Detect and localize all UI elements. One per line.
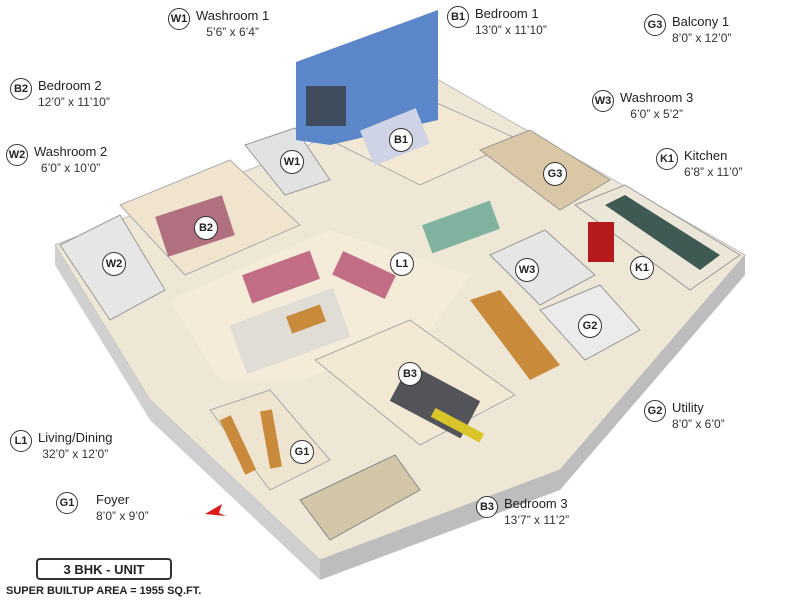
- kitchen-fridge: [588, 222, 614, 262]
- marker-w1: W1: [280, 150, 304, 174]
- legend-dim-b2: 12’0” x 11’10”: [38, 95, 110, 109]
- legend-dim-w2: 6’0” x 10’0”: [40, 161, 101, 175]
- legend-badge-b2: B2: [10, 78, 32, 100]
- legend-balcony-1: G3 Balcony 1 8’0” x 12’0”: [644, 14, 731, 46]
- kitchen-counter: [605, 195, 720, 270]
- legend-name-b3: Bedroom 3: [504, 496, 568, 511]
- legend-name-b2: Bedroom 2: [38, 78, 102, 93]
- legend-washroom-1: W1 Washroom 1 5’6” x 6’4”: [168, 8, 269, 40]
- legend-dim-k1: 6’8” x 11’0”: [684, 165, 743, 179]
- marker-g1: G1: [290, 440, 314, 464]
- exterior-wall-right: [320, 255, 745, 580]
- bedroom-3-headboard: [430, 407, 485, 443]
- legend-badge-l1: L1: [10, 430, 32, 452]
- marker-w2: W2: [102, 252, 126, 276]
- legend-dim-b3: 13’7” x 11’2”: [504, 513, 570, 527]
- legend-name-g1: Foyer: [96, 492, 130, 507]
- kitchen-partition: [470, 290, 560, 380]
- legend-name-k1: Kitchen: [684, 148, 728, 163]
- marker-g3: G3: [543, 162, 567, 186]
- legend-dim-g2: 8’0” x 6’0”: [672, 417, 725, 431]
- dining-table: [422, 200, 500, 254]
- legend-name-b1: Bedroom 1: [475, 6, 539, 21]
- legend-kitchen: K1 Kitchen 6’8” x 11’0”: [656, 148, 742, 180]
- legend-badge-k1: K1: [656, 148, 678, 170]
- legend-foyer: G1 Foyer 8’0” x 9’0”: [56, 492, 149, 524]
- marker-w3: W3: [515, 258, 539, 282]
- legend-bedroom-3: B3 Bedroom 3 13’7” x 11’2”: [476, 496, 569, 528]
- marker-k1: K1: [630, 256, 654, 280]
- legend-dim-w1: 5’6” x 6’4”: [206, 25, 259, 39]
- coffee-table: [286, 304, 326, 334]
- sofa-small: [332, 250, 396, 300]
- legend-name-w1: Washroom 1: [196, 8, 270, 23]
- unit-type-label: 3 BHK - UNIT: [36, 558, 172, 580]
- legend-name-w3: Washroom 3: [620, 90, 694, 105]
- super-builtup-area: SUPER BUILTUP AREA = 1955 SQ.FT.: [6, 585, 202, 597]
- legend-bedroom-2: B2 Bedroom 2 12’0” x 11’10”: [10, 78, 110, 110]
- legend-washroom-2: W2 Washroom 2 6’0” x 10’0”: [6, 144, 107, 176]
- marker-b1: B1: [389, 128, 413, 152]
- legend-badge-b1: B1: [447, 6, 469, 28]
- marker-b3: B3: [398, 362, 422, 386]
- legend-name-g3: Balcony 1: [672, 14, 730, 29]
- bedroom-1-window: [306, 86, 346, 126]
- legend-name-l1: Living/Dining: [38, 430, 113, 445]
- sofa-large: [242, 250, 320, 304]
- foyer-door-left: [219, 415, 257, 475]
- legend-badge-w3: W3: [592, 90, 614, 112]
- exterior-wall-left: [55, 245, 150, 420]
- legend-washroom-3: W3 Washroom 3 6’0” x 5’2”: [592, 90, 693, 122]
- legend-dim-l1: 32’0” x 12’0”: [42, 447, 109, 461]
- legend-name-w2: Washroom 2: [34, 144, 108, 159]
- legend-utility: G2 Utility 8’0” x 6’0”: [644, 400, 725, 432]
- marker-b2: B2: [194, 216, 218, 240]
- marker-l1: L1: [390, 252, 414, 276]
- legend-bedroom-1: B1 Bedroom 1 13’0” x 11’10”: [447, 6, 547, 38]
- legend-badge-g3: G3: [644, 14, 666, 36]
- front-balcony: [299, 454, 421, 541]
- foyer-door-right: [260, 409, 282, 469]
- exterior-wall-front: [150, 400, 320, 580]
- washroom-3-floor: [489, 229, 596, 306]
- legend-badge-g2: G2: [644, 400, 666, 422]
- marker-g2: G2: [578, 314, 602, 338]
- legend-badge-w1: W1: [168, 8, 190, 30]
- legend-dim-b1: 13’0” x 11’10”: [475, 23, 547, 37]
- legend-dim-w3: 6’0” x 5’2”: [630, 107, 683, 121]
- legend-badge-g1: G1: [56, 492, 78, 514]
- entry-arrow: [205, 504, 226, 516]
- legend-badge-b3: B3: [476, 496, 498, 518]
- legend-living-dining: L1 Living/Dining 32’0” x 12’0”: [10, 430, 112, 462]
- legend-name-g2: Utility: [672, 400, 704, 415]
- legend-badge-w2: W2: [6, 144, 28, 166]
- legend-dim-g1: 8’0” x 9’0”: [96, 509, 149, 523]
- legend-dim-g3: 8’0” x 12’0”: [672, 31, 732, 45]
